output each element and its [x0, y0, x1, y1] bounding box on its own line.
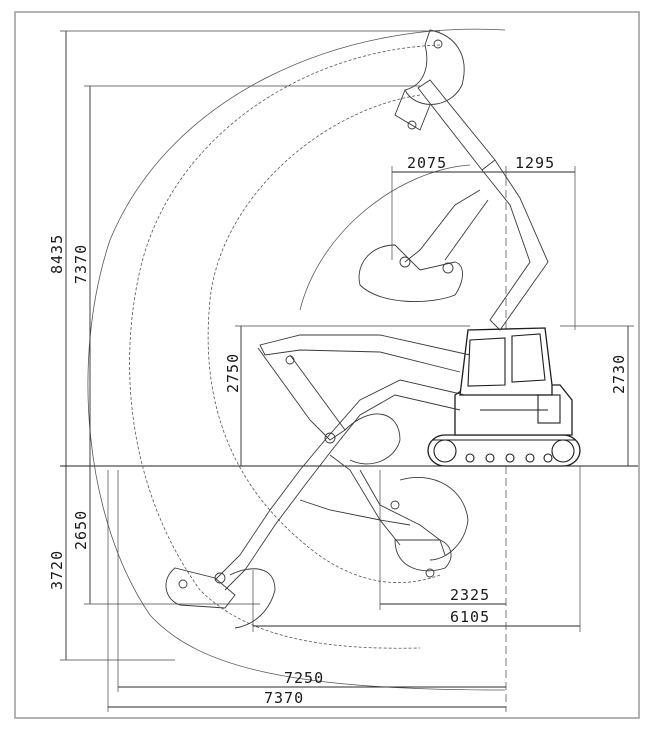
dim-max-digging-reach: 7250: [284, 669, 324, 687]
dim-reach-at-ground: 6105: [450, 608, 490, 626]
dim-tail-front: 2075: [407, 154, 447, 172]
dim-overall-height: 2730: [610, 354, 628, 394]
dim-tail-rear: 1295: [515, 154, 555, 172]
boom-dig-position: [165, 379, 469, 629]
dim-vertical-wall-depth: 2650: [72, 510, 90, 550]
operator-cab: [459, 327, 553, 396]
boom-mid-position: [257, 334, 471, 465]
dimension-labels: 8435 7370 2075 1295 2750 2730 3720 2650 …: [48, 154, 628, 707]
boom-raised-position: [358, 29, 549, 331]
working-range-envelopes: [87, 28, 506, 691]
excavator-machine: [427, 327, 581, 467]
dim-max-reach: 7370: [264, 689, 304, 707]
dim-max-digging-depth: 3720: [48, 550, 66, 590]
track-rollers: [432, 439, 576, 463]
dim-max-reach-height: 8435: [48, 234, 66, 274]
dim-min-swing-radius: 2325: [450, 586, 490, 604]
diagram-frame: [14, 11, 640, 719]
dim-boom-min-height: 2750: [224, 353, 242, 393]
dim-max-dump-height: 7370: [72, 244, 90, 284]
